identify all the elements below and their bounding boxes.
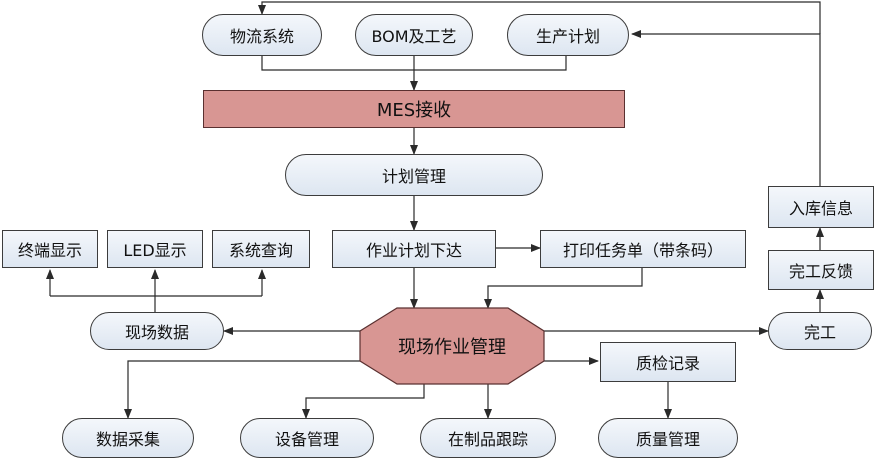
- completion-feedback-label: 完工反馈: [788, 262, 853, 281]
- print-task-sheet-node: 打印任务单（带条码）: [540, 230, 746, 268]
- site-mgmt-octagon: [359, 307, 545, 385]
- plan-management-label: 计划管理: [381, 167, 446, 186]
- system-query-label: 系统查询: [228, 241, 293, 260]
- site-data-label: 现场数据: [124, 323, 189, 342]
- warehouse-info-node: 入库信息: [768, 186, 874, 228]
- data-collection-label: 数据采集: [95, 430, 160, 449]
- qc-record-node: 质检记录: [600, 342, 736, 382]
- completion-label: 完工: [803, 323, 836, 342]
- issue-work-plan-node: 作业计划下达: [332, 230, 496, 268]
- production-plan-label: 生产计划: [535, 27, 600, 46]
- equipment-management-node: 设备管理: [240, 418, 374, 458]
- led-display-label: LED显示: [123, 241, 187, 260]
- issue-work-plan-label: 作业计划下达: [365, 241, 462, 260]
- connector-top-return: [258, 1, 821, 34]
- connector-logistics-to-merge: [261, 56, 414, 71]
- bom-process-node: BOM及工艺: [355, 14, 473, 56]
- terminal-display-node: 终端显示: [2, 230, 98, 268]
- data-collection-node: 数据采集: [62, 418, 194, 458]
- logistics-system-label: 物流系统: [229, 27, 294, 46]
- connector-site-to-equipment: [302, 382, 425, 419]
- qc-record-label: 质检记录: [635, 354, 700, 373]
- mes-receive-label: MES接收: [376, 100, 452, 121]
- site-data-node: 现场数据: [90, 312, 224, 350]
- bom-process-label: BOM及工艺: [371, 27, 457, 46]
- wip-tracking-node: 在制品跟踪: [420, 418, 556, 458]
- connector-plan-to-merge: [414, 56, 567, 71]
- terminal-display-label: 终端显示: [17, 241, 82, 260]
- completion-feedback-node: 完工反馈: [768, 250, 874, 290]
- warehouse-info-label: 入库信息: [788, 199, 853, 218]
- connector-site-to-collection: [124, 360, 360, 419]
- site-operation-management-label: 现场作业管理: [398, 337, 506, 358]
- led-display-node: LED显示: [107, 230, 203, 268]
- connector-print-to-site: [484, 268, 643, 309]
- connector-warehouse-to-plan: [631, 30, 821, 186]
- wip-tracking-label: 在制品跟踪: [447, 430, 528, 449]
- plan-management-node: 计划管理: [285, 154, 543, 196]
- site-operation-management-node: 现场作业管理: [360, 308, 544, 384]
- print-task-sheet-label: 打印任务单（带条码）: [562, 241, 723, 260]
- production-plan-node: 生产计划: [507, 14, 629, 56]
- quality-management-node: 质量管理: [598, 418, 738, 458]
- equipment-management-label: 设备管理: [274, 430, 339, 449]
- mes-receive-node: MES接收: [203, 90, 625, 128]
- completion-node: 完工: [768, 312, 872, 350]
- quality-management-label: 质量管理: [635, 430, 700, 449]
- system-query-node: 系统查询: [212, 230, 310, 268]
- logistics-system-node: 物流系统: [202, 14, 322, 56]
